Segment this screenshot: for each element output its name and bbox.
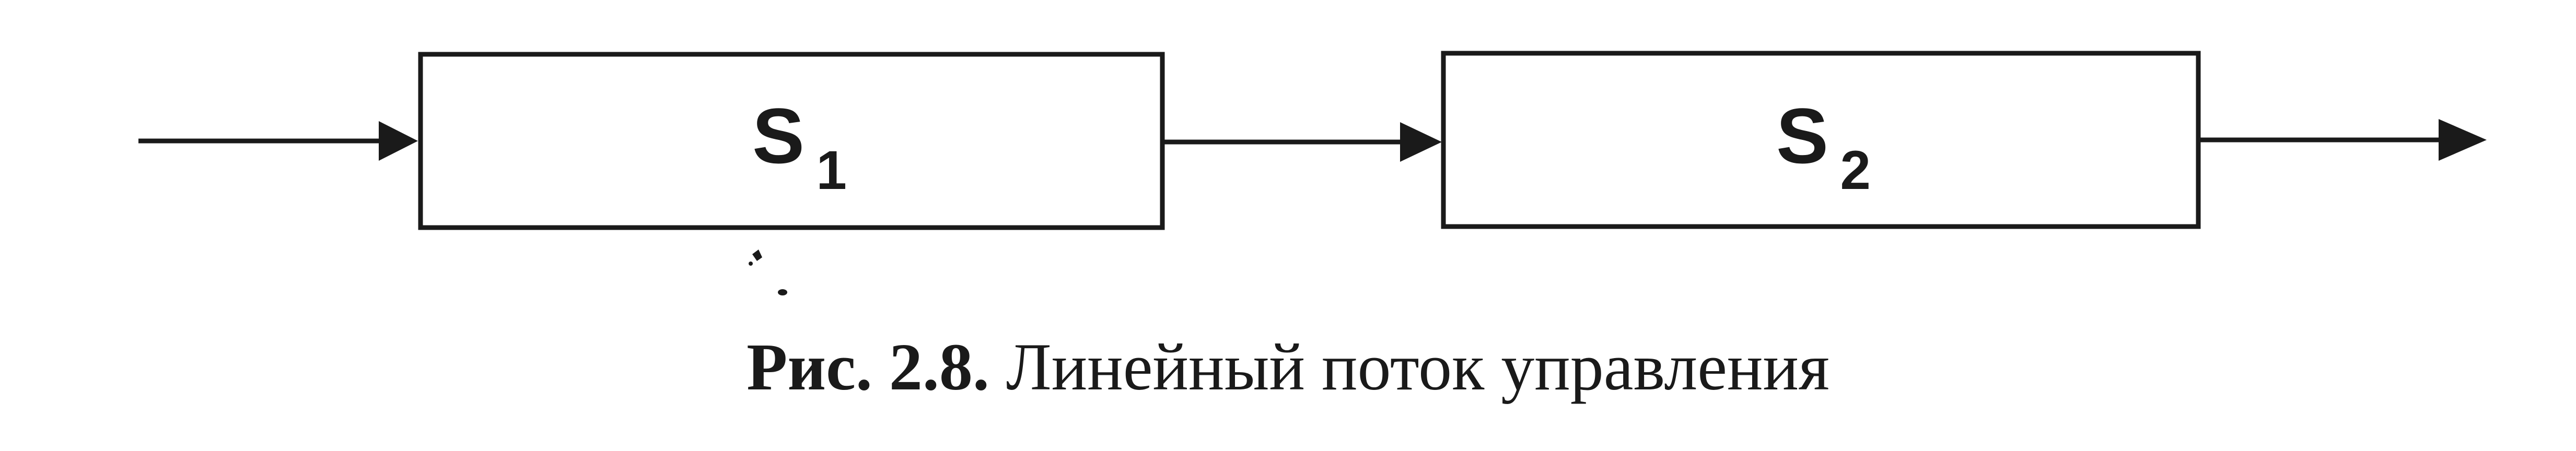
connecting-arrow — [1162, 122, 1442, 162]
block-s1-label: S 1 — [752, 92, 847, 201]
incoming-arrow — [138, 121, 418, 161]
figure-caption: Рис. 2.8. Линейный поток управления — [0, 328, 2576, 406]
scan-artifact — [749, 250, 787, 295]
outgoing-arrow — [2198, 119, 2487, 161]
block-s2-label: S 2 — [1776, 92, 1871, 201]
block-s1: S 1 — [418, 52, 1165, 230]
figure-caption-label: Рис. 2.8. — [747, 330, 989, 404]
figure-caption-text: Линейный поток управления — [1006, 330, 1829, 404]
block-s2: S 2 — [1441, 51, 2201, 229]
